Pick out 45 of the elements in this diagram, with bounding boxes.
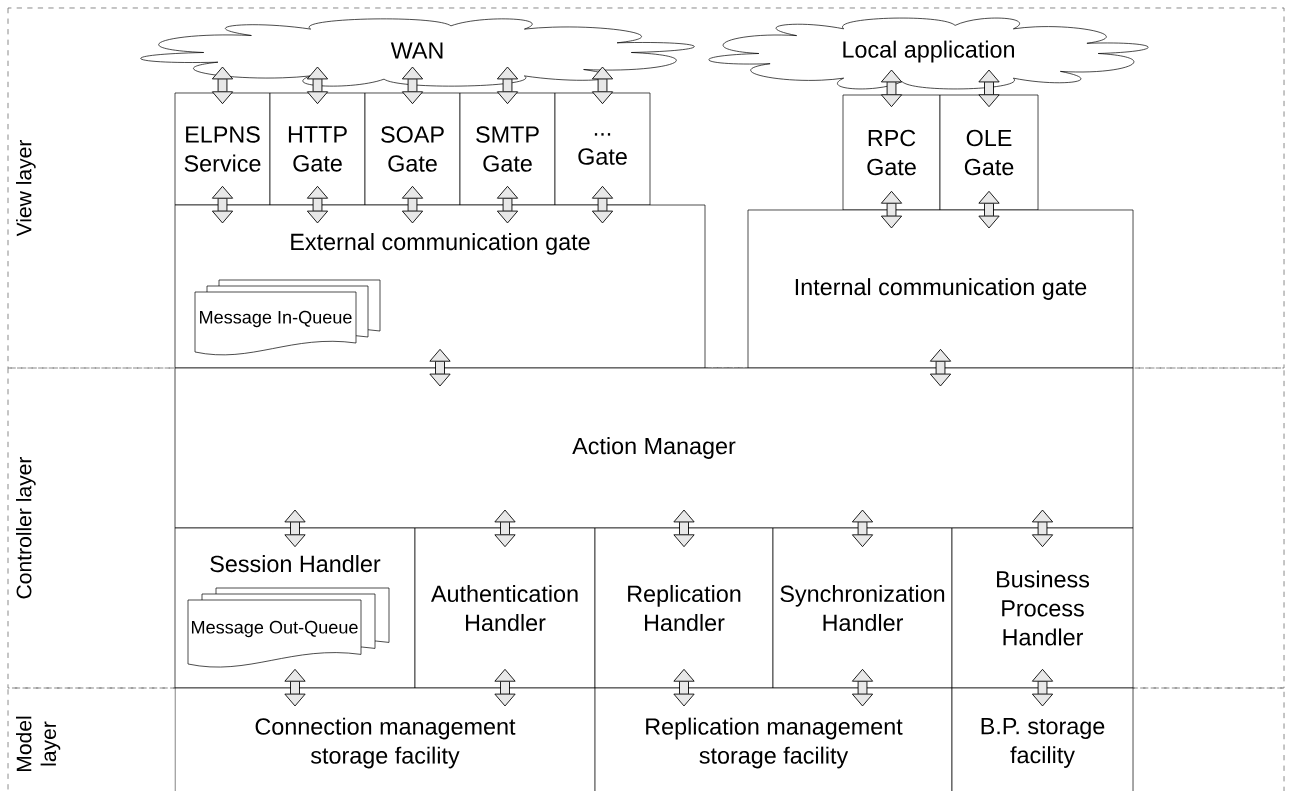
double-arrow xyxy=(306,66,329,105)
double-arrow xyxy=(673,668,695,707)
double-arrow xyxy=(284,509,306,548)
component-box: ELPNS Service xyxy=(174,92,271,206)
double-arrow xyxy=(880,69,903,108)
double-arrow xyxy=(429,348,451,387)
component-box: RPC Gate xyxy=(842,94,941,211)
node-label: Connection management storage facility xyxy=(255,717,516,769)
double-arrow xyxy=(929,348,952,387)
component-box: Synchronization Handler xyxy=(772,527,953,689)
double-arrow xyxy=(851,509,874,548)
component-box: HTTP Gate xyxy=(269,92,366,206)
double-arrow xyxy=(284,668,306,707)
double-arrow xyxy=(211,66,234,105)
double-arrow xyxy=(591,185,614,224)
double-arrow xyxy=(496,66,519,105)
double-arrow xyxy=(591,66,614,105)
double-arrow xyxy=(978,69,1000,108)
double-arrow xyxy=(880,190,903,229)
component-box: Replication Handler xyxy=(594,527,774,689)
double-arrow xyxy=(978,190,1000,229)
double-arrow xyxy=(851,668,874,707)
double-arrow xyxy=(1031,509,1054,548)
component-box: SMTP Gate xyxy=(459,92,556,206)
double-arrow xyxy=(401,185,424,224)
document-stack: Message Out-Queue xyxy=(187,587,390,668)
cloud: WAN xyxy=(140,18,695,87)
double-arrow xyxy=(211,185,234,224)
double-arrow xyxy=(496,185,519,224)
component-box: Authentication Handler xyxy=(414,527,596,689)
double-arrow xyxy=(306,185,329,224)
node-label: Replication management storage facility xyxy=(646,717,903,769)
double-arrow xyxy=(401,66,424,105)
cloud: Local application xyxy=(708,17,1149,90)
document-stack: Message In-Queue xyxy=(194,279,381,356)
double-arrow xyxy=(494,509,516,548)
component-box: Connection management storage facility xyxy=(174,687,596,791)
component-box: B.P. storage facility xyxy=(951,687,1134,791)
component-box: SOAP Gate xyxy=(364,92,461,206)
component-box: Business Process Handler xyxy=(951,527,1134,689)
double-arrow xyxy=(494,668,516,707)
component-box: ... Gate xyxy=(554,92,651,206)
double-arrow xyxy=(1031,668,1054,707)
component-box: OLE Gate xyxy=(939,94,1039,211)
double-arrow xyxy=(673,509,695,548)
